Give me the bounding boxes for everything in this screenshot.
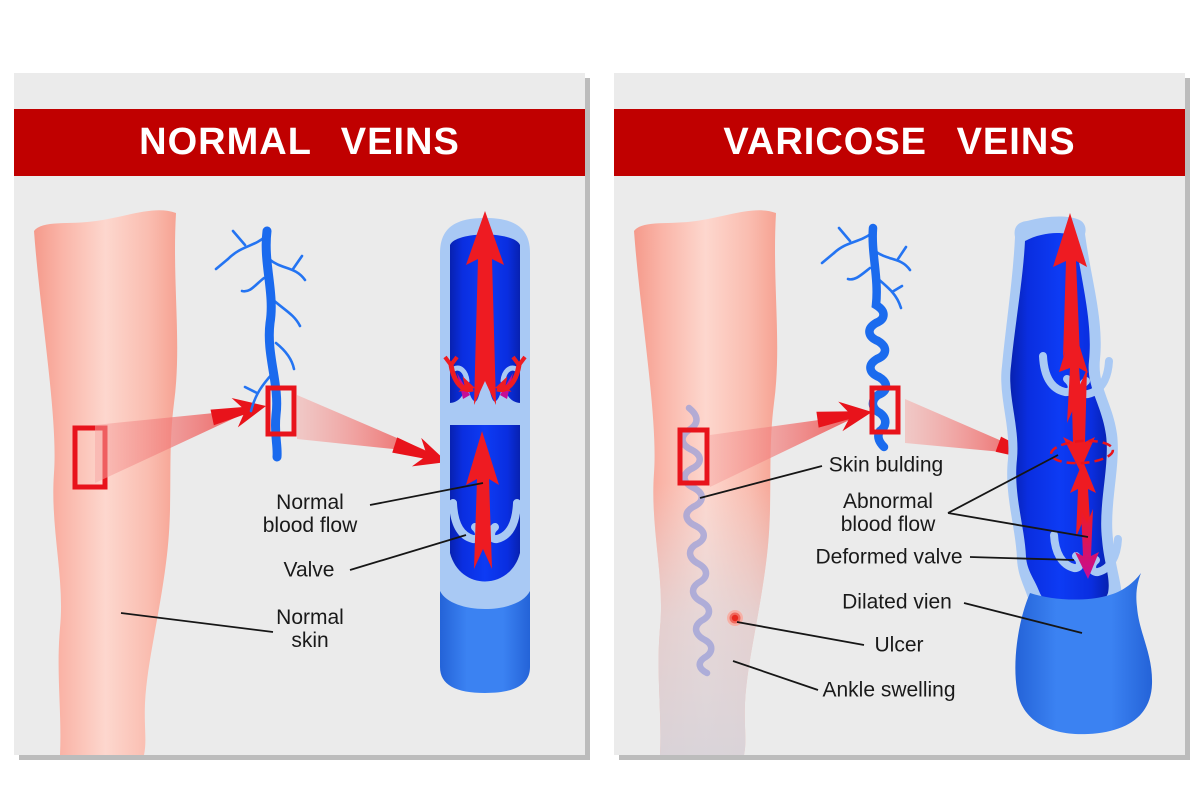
panel-varicose-veins: VARICOSE VEINS: [614, 73, 1185, 755]
label-ankle-swelling: Ankle swelling: [822, 678, 956, 702]
leader-ulcer: [736, 621, 865, 646]
flow-arrow-down-reflux: [1063, 369, 1095, 471]
bulging-skin-vein: [679, 404, 715, 677]
panel-normal-veins: NORMAL VEINS: [14, 73, 585, 755]
banner-normal: NORMAL VEINS: [14, 109, 585, 176]
label-deformed-valve: Deformed valve: [815, 545, 963, 569]
blood-flow-arrows: [466, 211, 504, 569]
leader-skin-bulging: [699, 465, 823, 499]
zoom-beam-to-vein: [710, 397, 875, 487]
leader-abnormal-2: [947, 512, 1089, 538]
dilated-vein-bulge: [1015, 573, 1153, 735]
varicose-vein-illustration: [634, 210, 1153, 755]
flow-arrow-up-top: [466, 211, 504, 405]
leader-normal-skin: [120, 612, 274, 633]
flow-arrow-up-top: [1053, 213, 1087, 357]
varicose-superficial-vein: [820, 223, 912, 452]
zoom-beam-to-cross-section: [905, 399, 1056, 478]
label-skin-bulging: Skin bulding: [828, 453, 944, 477]
label-ulcer: Ulcer: [874, 633, 924, 657]
turbulence-ellipse: [1049, 439, 1115, 465]
beam-arrowhead-icon: [209, 391, 270, 433]
leg-zoom-rectangle: [677, 427, 710, 486]
vein-lower-tube: [440, 591, 530, 693]
leader-valve: [349, 534, 467, 571]
label-normal-skin: Normal skin: [276, 606, 344, 652]
leader-lines: [120, 482, 484, 633]
leader-ankle-swelling: [732, 660, 819, 691]
label-dilated-vein: Dilated vien: [842, 590, 952, 614]
leader-abnormal-1: [947, 454, 1059, 514]
zoom-beam-to-cross-section: [297, 395, 452, 477]
leader-deformed-valve: [969, 556, 1075, 561]
ulcer-spot: [727, 610, 743, 626]
leader-lines: [699, 454, 1089, 691]
label-valve: Valve: [283, 558, 335, 582]
banner-varicose: VARICOSE VEINS: [614, 109, 1185, 176]
flow-arrow-up-bottom: [466, 431, 499, 569]
vein-zoom-rectangle: [265, 385, 297, 437]
flow-arrow-down-low: [1075, 509, 1099, 579]
vein-cross-section: [440, 211, 530, 693]
valve-closed: [443, 355, 527, 425]
abnormal-flow-arrows: [1049, 213, 1115, 579]
label-abnormal-blood-flow: Abnormal blood flow: [840, 490, 936, 536]
panel-title: VARICOSE VEINS: [723, 121, 1076, 163]
leader-normal-blood-flow: [369, 482, 484, 506]
label-normal-blood-flow: Normal blood flow: [262, 491, 358, 537]
leader-dilated-vein: [963, 602, 1083, 634]
varicose-cross-section: [1001, 213, 1153, 735]
zoom-beam-to-vein: [95, 391, 270, 483]
vein-zoom-rectangle: [869, 385, 901, 435]
panel-title: NORMAL VEINS: [139, 121, 460, 163]
normal-vein-illustration: [34, 210, 530, 755]
